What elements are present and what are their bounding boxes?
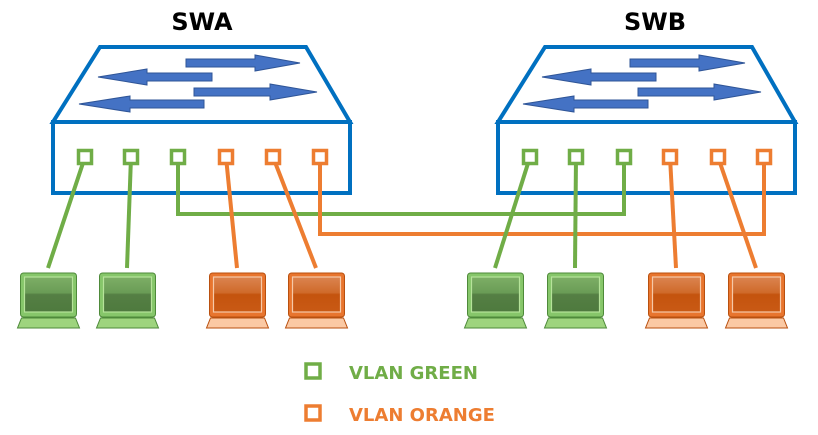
port-swb-4-orange (661, 148, 679, 166)
laptop-keyboard (644, 317, 709, 329)
legend-label-orange: VLAN ORANGE (349, 405, 495, 426)
laptop-icon (644, 272, 709, 329)
legend-swatch-green (304, 362, 322, 380)
laptop-screen (470, 276, 521, 313)
laptop-icon (95, 272, 160, 329)
laptop-icon (543, 272, 608, 329)
port-swa-5-orange (264, 148, 282, 166)
switch-swa-top (49, 45, 354, 124)
legend: VLAN GREEN VLAN ORANGE (304, 362, 495, 426)
switch-swa-arrows (78, 54, 318, 113)
port-swb-3-green (615, 148, 633, 166)
switch-swb: SWB (494, 8, 799, 195)
arrow-left-icon (78, 95, 205, 113)
cable-swa-orange (271, 156, 318, 269)
laptop-keyboard (16, 317, 81, 329)
laptop-keyboard (463, 317, 528, 329)
arrow-left-icon (522, 95, 649, 113)
laptop-screen (550, 276, 601, 313)
legend-item-green: VLAN GREEN (304, 362, 478, 384)
port-swb-6-orange (755, 148, 773, 166)
cable-swa-green (125, 156, 133, 269)
cable-swb-green (493, 156, 532, 269)
switch-swa: SWA (49, 8, 354, 195)
arrow-right-icon (193, 83, 318, 101)
legend-swatch-orange (304, 404, 322, 422)
laptop-icon (463, 272, 528, 329)
port-swb-1-green (521, 148, 539, 166)
arrow-right-icon (637, 83, 762, 101)
trunk-orange (318, 157, 766, 236)
port-swa-4-orange (217, 148, 235, 166)
laptop-icon (205, 272, 270, 329)
laptop-keyboard (543, 317, 608, 329)
trunk-green (176, 157, 626, 216)
laptop-icon (284, 272, 349, 329)
cable-swb-orange (716, 156, 758, 269)
port-swa-2-green (122, 148, 140, 166)
arrow-left-icon (541, 68, 657, 86)
laptop-screen (23, 276, 74, 313)
arrow-left-icon (97, 68, 213, 86)
laptop-keyboard (205, 317, 270, 329)
laptop-keyboard (284, 317, 349, 329)
switch-swa-label: SWA (171, 8, 233, 36)
switch-swb-label: SWB (624, 8, 686, 36)
laptop-screen (102, 276, 153, 313)
switch-swa-body (51, 120, 352, 195)
laptop-keyboard (724, 317, 789, 329)
legend-label-green: VLAN GREEN (349, 363, 478, 384)
arrow-right-icon (629, 54, 746, 72)
cable-swb-green (573, 156, 578, 269)
ports (76, 148, 773, 166)
laptop-icon (16, 272, 81, 329)
port-swa-6-orange (311, 148, 329, 166)
port-swb-5-orange (709, 148, 727, 166)
cable-swa-orange (224, 156, 239, 269)
port-swa-1-green (76, 148, 94, 166)
port-swb-2-green (567, 148, 585, 166)
switch-swb-arrows (522, 54, 762, 113)
legend-item-orange: VLAN ORANGE (304, 404, 495, 426)
port-swa-3-green (169, 148, 187, 166)
cable-swa-green (46, 156, 87, 269)
arrow-right-icon (185, 54, 301, 72)
laptop-screen (651, 276, 702, 313)
laptop-icon (724, 272, 789, 329)
laptop-screen (731, 276, 782, 313)
laptops (16, 272, 789, 329)
laptop-screen (291, 276, 342, 313)
laptop-screen (212, 276, 263, 313)
cable-swb-orange (668, 156, 678, 269)
switch-swb-top (494, 45, 799, 124)
switch-swb-body (496, 120, 797, 195)
cables (46, 156, 766, 269)
laptop-keyboard (95, 317, 160, 329)
